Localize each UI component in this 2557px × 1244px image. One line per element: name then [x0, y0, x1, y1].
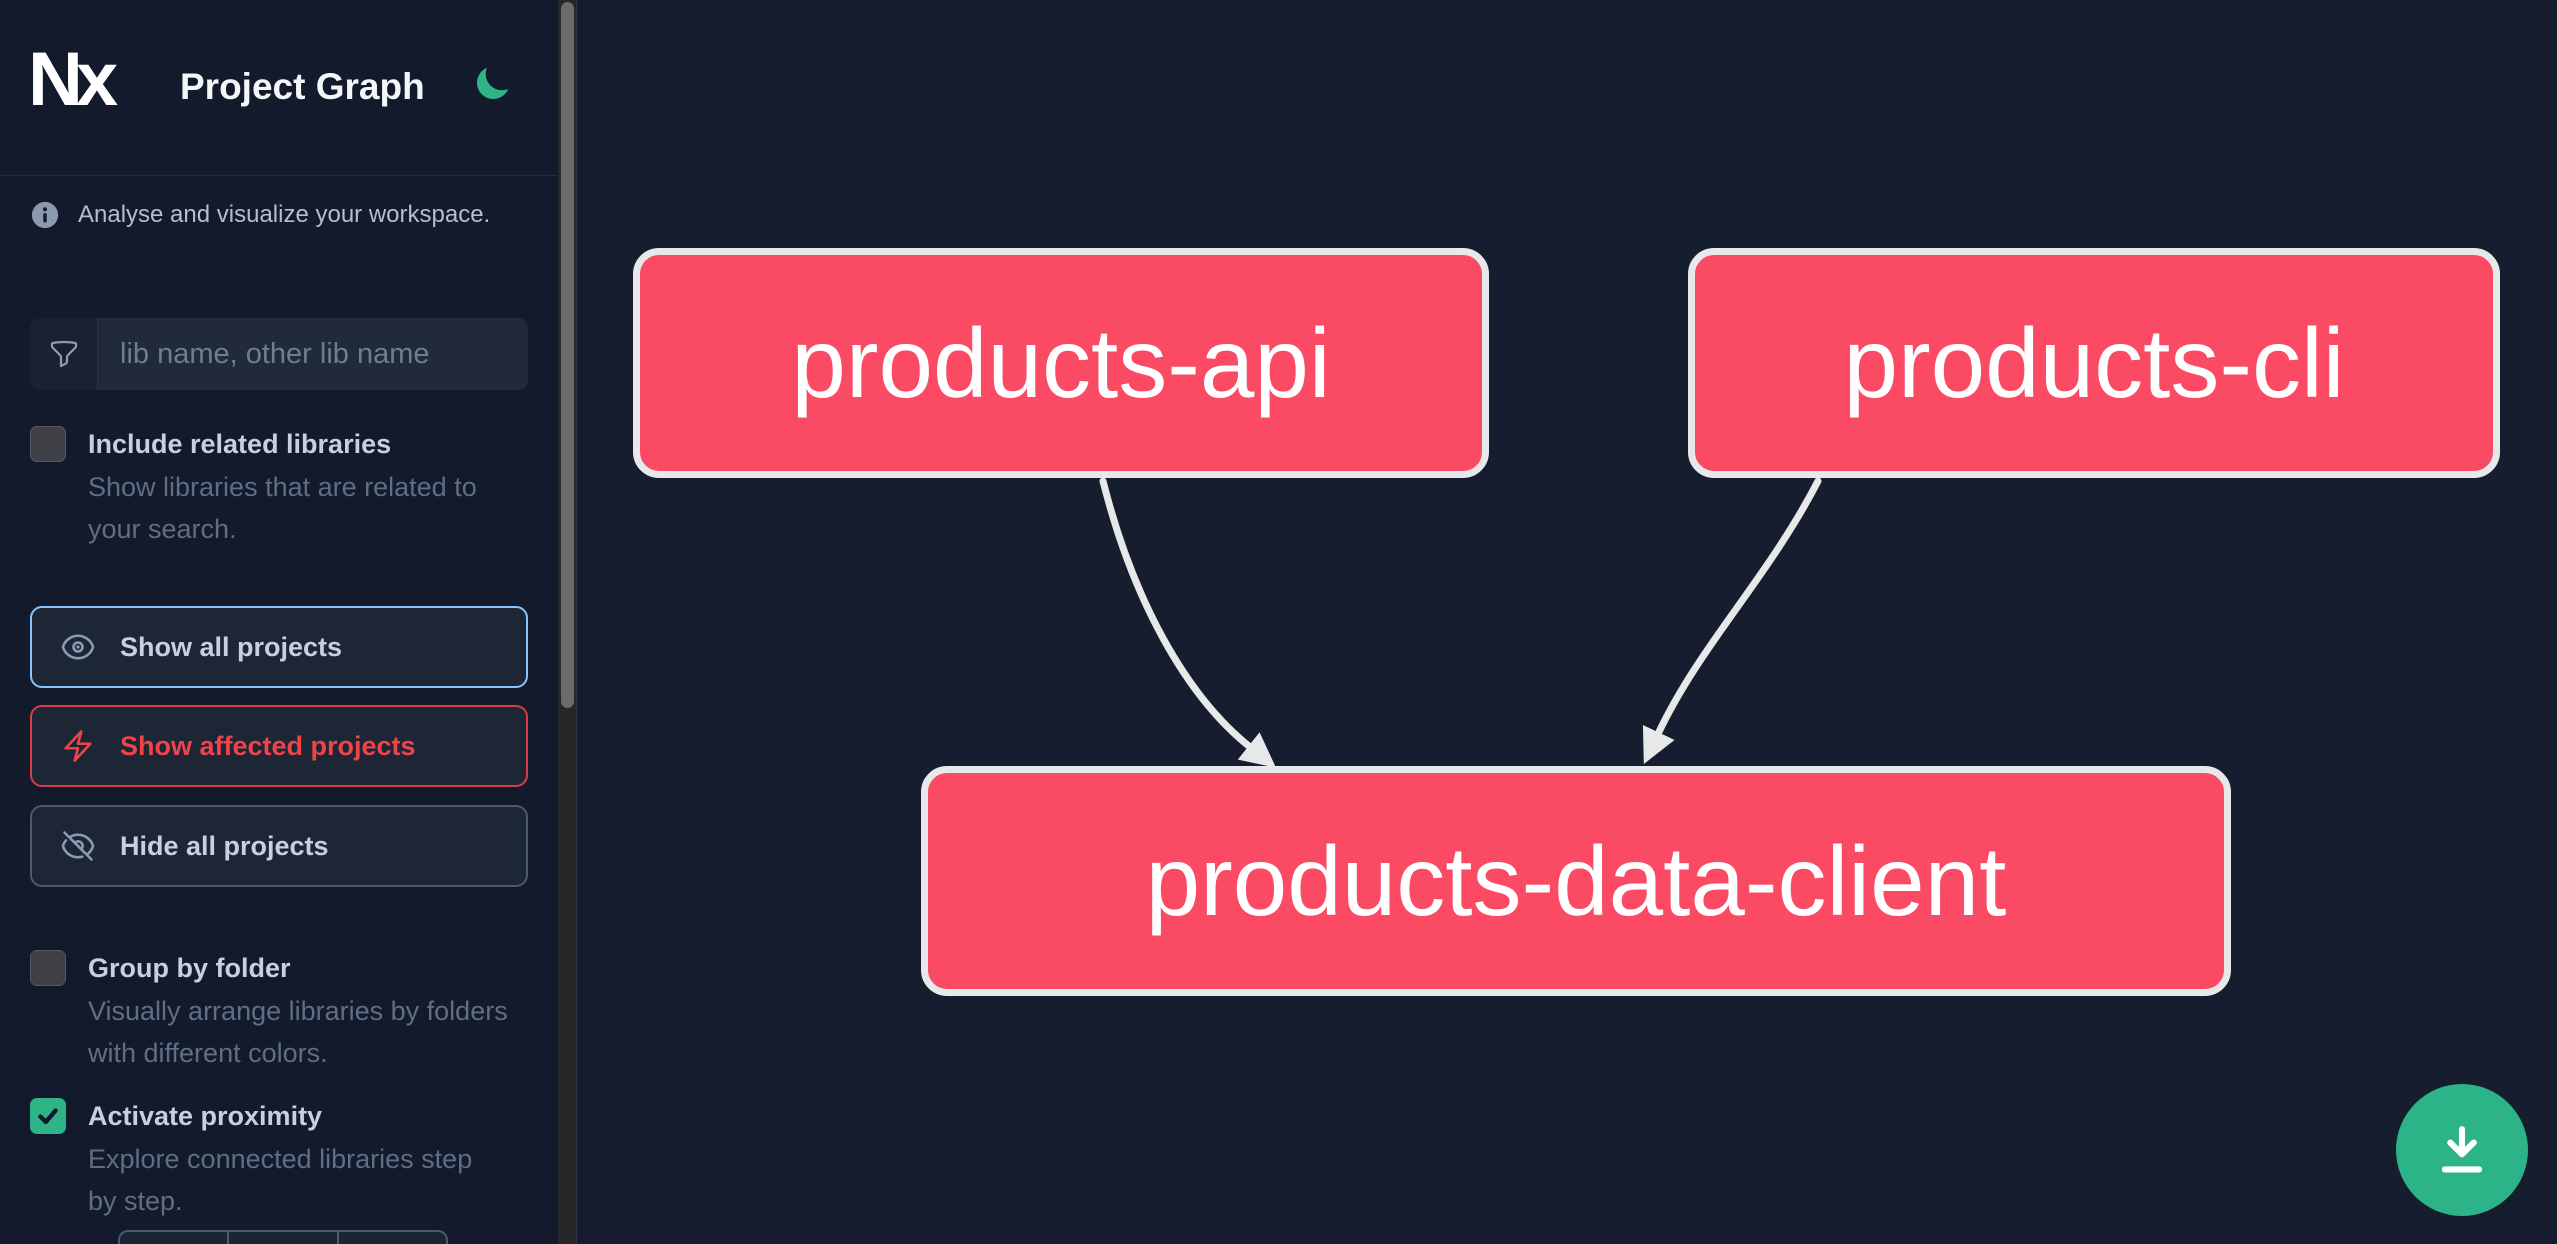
- activate-proximity-checkbox-row[interactable]: Activate proximity Explore connected lib…: [30, 1096, 508, 1222]
- sidebar-header: Nx Project Graph: [0, 0, 558, 176]
- eye-slash-icon: [61, 831, 95, 861]
- group-by-folder-description: Visually arrange libraries by folders wi…: [88, 996, 508, 1068]
- graph-node-products-cli[interactable]: products-cli: [1688, 248, 2500, 478]
- filter-funnel-icon: [50, 340, 77, 368]
- hide-all-projects-button[interactable]: Hide all projects: [30, 805, 528, 887]
- activate-proximity-label: Activate proximity: [88, 1101, 323, 1131]
- sidebar: Nx Project Graph Analyse and visualize y…: [0, 0, 558, 1244]
- sidebar-scrollbar-thumb[interactable]: [561, 2, 574, 708]
- include-related-description: Show libraries that are related to your …: [88, 472, 477, 544]
- search-icon-cell: [30, 318, 98, 390]
- theme-toggle-moon-icon[interactable]: [472, 64, 512, 104]
- graph-node-products-data-client[interactable]: products-data-client: [921, 766, 2231, 996]
- checkmark-icon: [38, 1108, 58, 1125]
- download-icon: [2441, 1126, 2483, 1173]
- stepper-segment[interactable]: [227, 1232, 336, 1244]
- show-all-projects-label: Show all projects: [120, 631, 343, 662]
- include-related-checkbox[interactable]: [30, 426, 66, 462]
- eye-icon: [61, 634, 95, 660]
- info-icon: [31, 201, 59, 229]
- tagline-text: Analyse and visualize your workspace.: [78, 201, 491, 228]
- proximity-depth-stepper[interactable]: [118, 1230, 448, 1244]
- group-by-folder-label: Group by folder: [88, 953, 291, 983]
- search-bar: [30, 318, 528, 390]
- include-related-label: Include related libraries: [88, 429, 392, 459]
- nx-logo: Nx: [28, 37, 118, 122]
- activate-proximity-checkbox[interactable]: [30, 1098, 66, 1134]
- search-input[interactable]: [98, 318, 528, 390]
- graph-node-products-api[interactable]: products-api: [633, 248, 1489, 478]
- project-graph-canvas[interactable]: [576, 0, 2557, 1244]
- activate-proximity-description: Explore connected libraries step by step…: [88, 1144, 473, 1216]
- show-affected-projects-label: Show affected projects: [120, 730, 416, 761]
- show-all-projects-button[interactable]: Show all projects: [30, 606, 528, 688]
- sidebar-scrollbar-track[interactable]: [558, 0, 576, 1244]
- page-title: Project Graph: [180, 66, 425, 107]
- group-by-folder-checkbox[interactable]: [30, 950, 66, 986]
- download-image-button[interactable]: [2396, 1084, 2528, 1216]
- stepper-segment[interactable]: [336, 1232, 446, 1244]
- hide-all-projects-label: Hide all projects: [120, 830, 329, 861]
- stepper-segment[interactable]: [120, 1232, 227, 1244]
- include-related-checkbox-row[interactable]: Include related libraries Show libraries…: [30, 424, 508, 550]
- show-affected-projects-button[interactable]: Show affected projects: [30, 705, 528, 787]
- bolt-icon: [64, 730, 92, 762]
- group-by-folder-checkbox-row[interactable]: Group by folder Visually arrange librari…: [30, 948, 508, 1074]
- workspace-tagline: Analyse and visualize your workspace.: [30, 200, 530, 230]
